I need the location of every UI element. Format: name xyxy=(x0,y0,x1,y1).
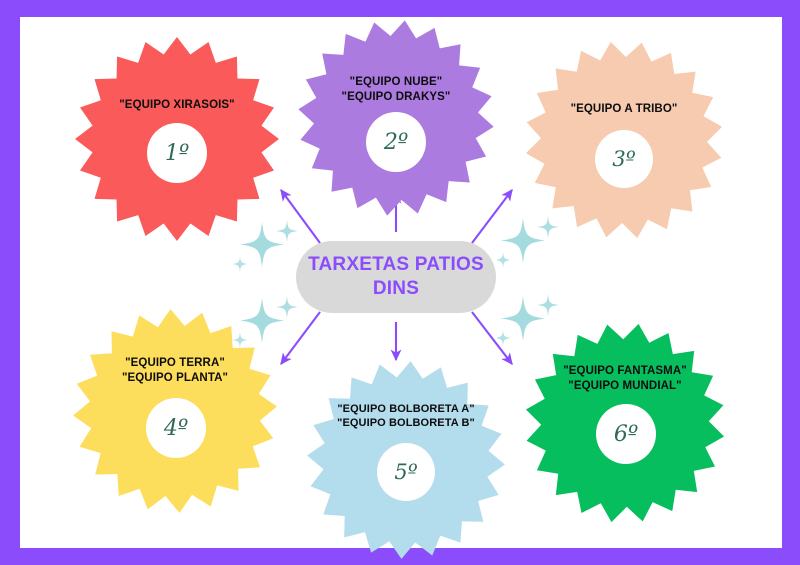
arrow-up-right xyxy=(471,188,513,244)
node-equipo-a-tribo[interactable]: "EQUIPO A TRIBO" 3º xyxy=(524,40,724,240)
arrow-down-left xyxy=(280,311,321,366)
node-ordinal: 4º xyxy=(163,415,189,441)
sparkle-cluster-right-lower xyxy=(497,292,567,364)
node-ordinal: 6º xyxy=(613,421,639,447)
node-ordinal: 5º xyxy=(394,460,418,484)
node-ordinal: 1º xyxy=(164,140,190,166)
node-equipo-fantasma-mundial[interactable]: "EQUIPO FANTASMA" "EQUIPO MUNDIAL" 6º xyxy=(524,322,726,524)
node-equipo-xirasois[interactable]: "EQUIPO XIRASOIS" 1º xyxy=(74,36,280,242)
arrow-down-right xyxy=(471,311,513,365)
node-ordinal: 2º xyxy=(383,129,409,155)
sparkle-cluster-left-upper xyxy=(232,218,302,290)
center-node[interactable]: TARXETAS PATIOS DINS xyxy=(296,241,496,313)
node-ordinal-circle: 2º xyxy=(366,112,426,172)
node-ordinal-circle: 4º xyxy=(146,398,206,458)
node-label: "EQUIPO XIRASOIS" xyxy=(119,99,235,111)
arrow-up-left xyxy=(280,188,321,244)
node-ordinal-circle: 1º xyxy=(147,123,207,183)
node-label: "EQUIPO BOLBORETA A" "EQUIPO BOLBORETA B… xyxy=(337,403,475,430)
node-label: "EQUIPO NUBE" "EQUIPO DRAKYS" xyxy=(341,76,451,103)
node-equipo-bolboreta[interactable]: "EQUIPO BOLBORETA A" "EQUIPO BOLBORETA B… xyxy=(306,360,506,560)
node-ordinal: 3º xyxy=(612,147,636,171)
node-ordinal-circle: 6º xyxy=(596,404,656,464)
node-equipo-nube-drakys[interactable]: "EQUIPO NUBE" "EQUIPO DRAKYS" 2º xyxy=(297,19,495,217)
node-ordinal-circle: 3º xyxy=(595,130,653,188)
node-label: "EQUIPO A TRIBO" xyxy=(570,103,678,115)
sparkle-cluster-left-lower xyxy=(232,294,302,366)
sparkle-cluster-right-upper xyxy=(497,214,567,286)
node-label: "EQUIPO FANTASMA" "EQUIPO MUNDIAL" xyxy=(563,365,687,392)
node-equipo-terra-planta[interactable]: "EQUIPO TERRA" "EQUIPO PLANTA" 4º xyxy=(72,308,278,514)
node-ordinal-circle: 5º xyxy=(377,443,435,501)
node-label: "EQUIPO TERRA" "EQUIPO PLANTA" xyxy=(121,357,229,384)
center-node-label: TARXETAS PATIOS DINS xyxy=(308,254,484,299)
